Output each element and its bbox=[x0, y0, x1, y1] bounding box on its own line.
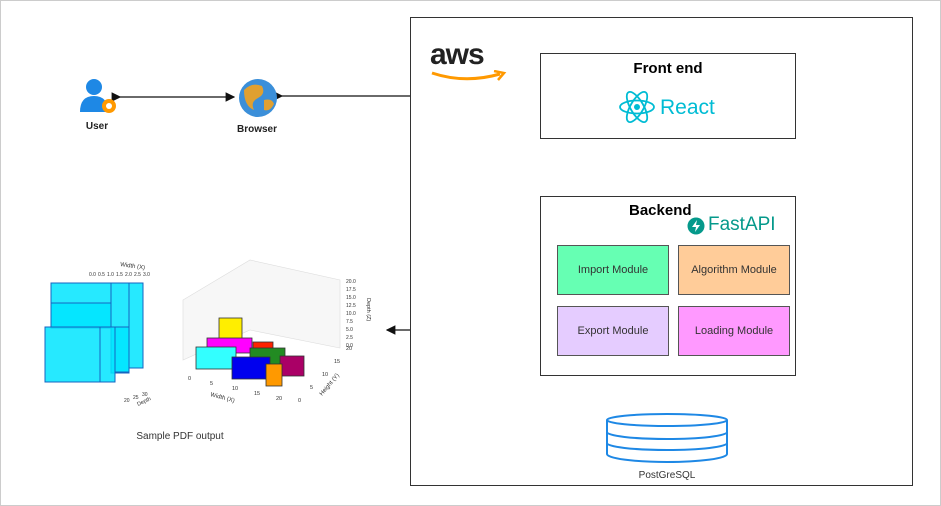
aws-logo: aws bbox=[430, 38, 485, 71]
backend-title: Backend bbox=[629, 202, 692, 219]
user-label: User bbox=[85, 121, 109, 132]
plot2-y-tick: 20 bbox=[346, 346, 352, 352]
plot2-y-tick: 15 bbox=[334, 359, 340, 365]
fastapi-logo-icon bbox=[687, 217, 705, 235]
plot1-x-label: Width (X) bbox=[120, 262, 146, 271]
plot2-y-tick: 10 bbox=[322, 372, 328, 378]
plot2-y-tick: 0 bbox=[298, 398, 301, 404]
database-label: PostGreSQL bbox=[638, 470, 696, 481]
plot2-z-label: Depth (Z) bbox=[365, 298, 371, 321]
plot1-x-tick: 3.0 bbox=[143, 272, 150, 278]
plot2-boxes bbox=[195, 317, 305, 387]
plot2-x-tick: 15 bbox=[254, 391, 260, 397]
plot2-z-tick: 17.5 bbox=[346, 287, 356, 293]
plot2-x-tick: 20 bbox=[276, 396, 282, 402]
plot2-z-tick: 2.5 bbox=[346, 335, 353, 341]
browser-globe-icon bbox=[239, 79, 277, 117]
plot2-z-tick: 10.0 bbox=[346, 311, 356, 317]
import-module: Import Module bbox=[557, 245, 669, 295]
plot1-x-tick: 1.0 bbox=[107, 272, 114, 278]
algorithm-module: Algorithm Module bbox=[678, 245, 790, 295]
plot1-boxes bbox=[44, 282, 144, 383]
plot1-x-tick: 2.0 bbox=[125, 272, 132, 278]
plot2-x-tick: 10 bbox=[232, 386, 238, 392]
plot2-z-tick: 12.5 bbox=[346, 303, 356, 309]
sample-caption: Sample PDF output bbox=[136, 431, 224, 442]
plot1-depth-tick: 25 bbox=[133, 395, 139, 401]
plot1-x-tick: 1.5 bbox=[116, 272, 123, 278]
plot2-x-tick: 0 bbox=[188, 376, 191, 382]
export-module: Export Module bbox=[557, 306, 669, 356]
plot2-z-tick: 5.0 bbox=[346, 327, 353, 333]
plot2-z-tick: 0.0 bbox=[346, 343, 353, 349]
frontend-title: Front end bbox=[633, 60, 703, 77]
plot2-x-label: Width (X) bbox=[209, 392, 235, 404]
react-logo-icon bbox=[619, 91, 655, 123]
backend-box: Backend FastAPI Import Module Algorithm … bbox=[540, 196, 796, 376]
plot1-x-tick: 0.0 bbox=[89, 272, 96, 278]
frontend-box: Front end React bbox=[540, 53, 796, 139]
plot1-x-tick: 2.5 bbox=[134, 272, 141, 278]
plot2-z-tick: 15.0 bbox=[346, 295, 356, 301]
plot1-depth-tick: 30 bbox=[142, 392, 148, 398]
fastapi-label: FastAPI bbox=[708, 214, 776, 235]
plot1-depth-tick: 20 bbox=[124, 398, 130, 404]
plot2-y-tick: 5 bbox=[310, 385, 313, 391]
database-icon bbox=[606, 413, 728, 463]
aws-smile-icon bbox=[431, 70, 507, 81]
browser-label: Browser bbox=[236, 124, 278, 135]
loading-module: Loading Module bbox=[678, 306, 790, 356]
user-icon bbox=[80, 79, 116, 113]
plot1-x-tick: 0.5 bbox=[98, 272, 105, 278]
react-label: React bbox=[660, 96, 715, 119]
plot2-x-tick: 5 bbox=[210, 381, 213, 387]
plot2-z-tick: 7.5 bbox=[346, 319, 353, 325]
plot1-depth-label: Depth bbox=[136, 396, 152, 408]
plot2-z-tick: 20.0 bbox=[346, 279, 356, 285]
